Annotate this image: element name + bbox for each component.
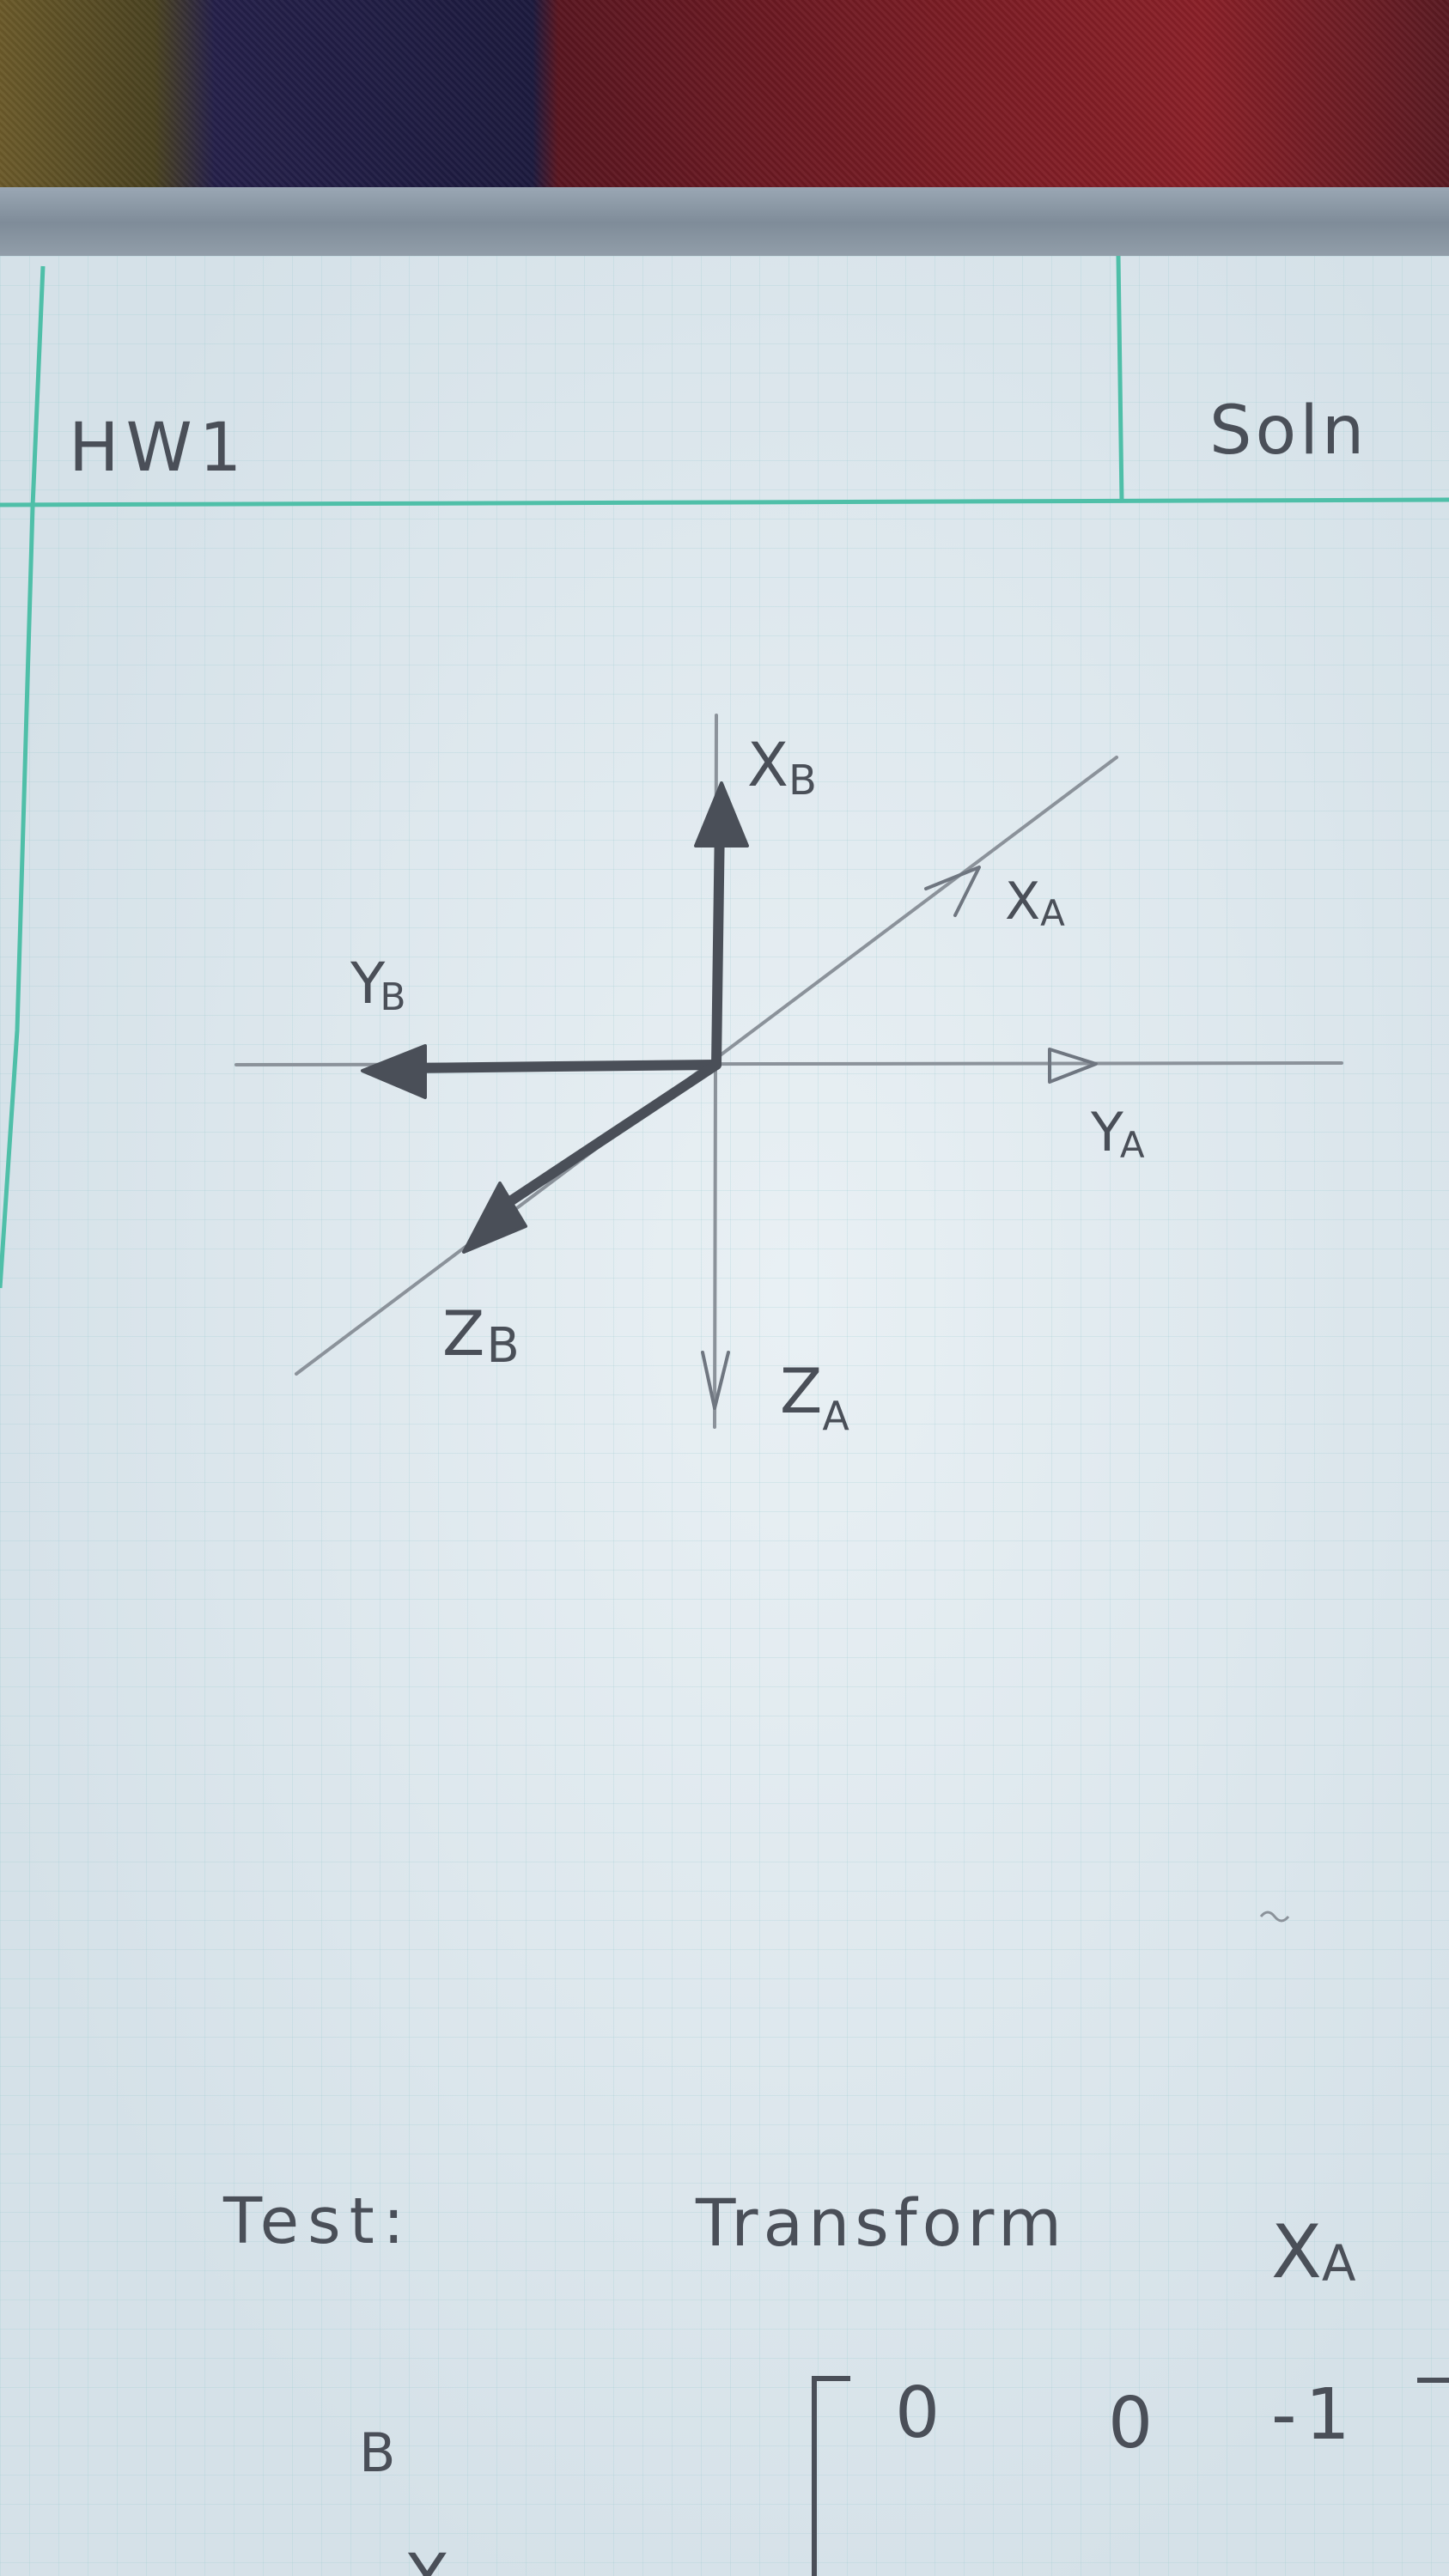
page-rules: [0, 255, 1449, 1289]
matrix-cell-1-3: -1: [1271, 2374, 1359, 2456]
y-a-arrowhead: [1048, 1048, 1098, 1084]
axis-label-z-a-sub: A: [822, 1393, 849, 1439]
matrix-left-bracket: [812, 2376, 850, 2576]
axis-label-x-a-base: X: [1005, 872, 1040, 932]
axis-label-z-b-sub: B: [486, 1318, 519, 1374]
x-b-arrowhead: [694, 781, 749, 848]
header-divider-line: [1116, 255, 1124, 503]
axis-label-y-a-base: Y: [1090, 1101, 1123, 1163]
frame-a-arrows: [701, 866, 1098, 1410]
header-separator-line: [0, 497, 1449, 507]
notebook-page: [0, 256, 1449, 2576]
axis-label-x-a-sub: A: [1040, 892, 1065, 934]
matrix-prefix-base: X: [404, 2541, 449, 2576]
z-b-shaft: [497, 1060, 721, 1212]
axis-label-y-b: YB: [350, 951, 406, 1019]
left-margin-line: [0, 265, 46, 1289]
x-b-shaft: [711, 815, 725, 1070]
frame-b-arrowheads: [361, 781, 749, 1254]
header-right-label: Soln: [1209, 392, 1367, 470]
matrix-cell-1-2: 0: [1108, 2383, 1153, 2464]
y-b-shaft: [399, 1060, 721, 1073]
fabric-background: [0, 0, 1449, 202]
y-b-arrowhead: [361, 1044, 427, 1099]
x-a-arrowhead: [924, 866, 981, 917]
test-label: Test:: [222, 2184, 413, 2258]
z-a-arrowhead: [701, 1351, 730, 1410]
axis-label-y-b-base: Y: [350, 951, 386, 1017]
test-variable-base: X: [1271, 2209, 1322, 2295]
pencil-smudge: [1259, 1911, 1290, 1923]
axis-label-y-b-sub: B: [380, 975, 405, 1019]
frame-b-arrows: [399, 815, 725, 1212]
axis-label-x-a: XA: [1005, 872, 1065, 934]
matrix-prefix-superscript: B: [359, 2421, 396, 2484]
test-instruction: Transform: [695, 2184, 1067, 2261]
matrix-cell-1-1: 0: [895, 2372, 940, 2454]
axis-label-x-b-base: X: [747, 730, 788, 800]
axis-label-y-a-sub: A: [1120, 1124, 1145, 1166]
header-left-label: HW1: [69, 410, 248, 487]
axis-label-x-b: XB: [747, 730, 817, 805]
axis-label-z-a-base: Z: [780, 1355, 822, 1427]
axis-label-x-b-sub: B: [788, 756, 817, 805]
axis-label-z-b-base: Z: [442, 1297, 484, 1370]
clipboard-edge: [0, 187, 1449, 266]
axis-label-z-a: ZA: [780, 1355, 849, 1439]
axis-label-y-a: YA: [1090, 1101, 1145, 1166]
test-variable-sub: A: [1322, 2234, 1356, 2293]
z-b-arrowhead: [462, 1182, 527, 1254]
axis-label-z-b: ZB: [442, 1297, 520, 1374]
test-variable: XA: [1271, 2209, 1356, 2295]
